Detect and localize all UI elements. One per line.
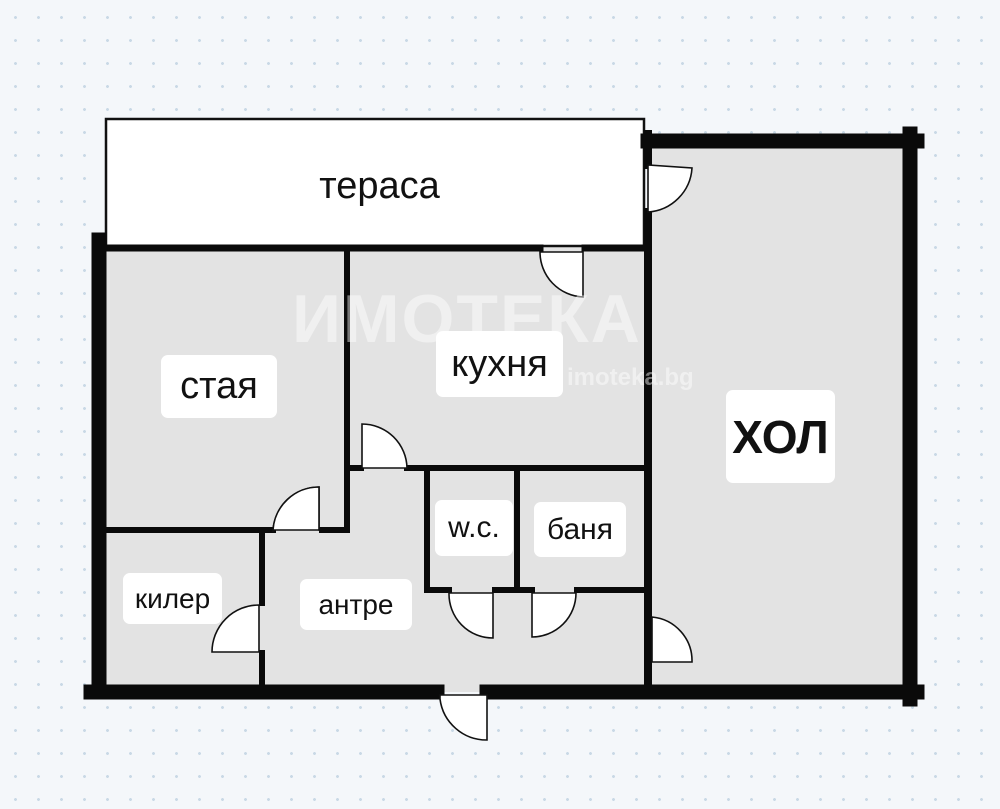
walls bbox=[83, 126, 925, 707]
door-hall bbox=[651, 616, 693, 663]
terrace-label: тераса bbox=[297, 155, 462, 217]
closet-label: килер bbox=[123, 573, 222, 624]
entrance-label: антре bbox=[300, 579, 412, 630]
door-kitchen-terrace bbox=[539, 251, 584, 298]
door-kitchen bbox=[361, 423, 408, 469]
door-entrance bbox=[439, 694, 488, 741]
room-label: стая bbox=[161, 355, 277, 418]
door-closet bbox=[211, 604, 260, 653]
door-wc bbox=[448, 592, 494, 639]
hall-label: ХОЛ bbox=[726, 390, 835, 483]
doors bbox=[211, 164, 693, 741]
kitchen-label: кухня bbox=[436, 331, 563, 397]
door-bathroom bbox=[531, 592, 577, 638]
door-terrace-hall bbox=[647, 164, 693, 213]
wc-label: w.c. bbox=[435, 500, 513, 556]
bathroom-label: баня bbox=[534, 502, 626, 557]
